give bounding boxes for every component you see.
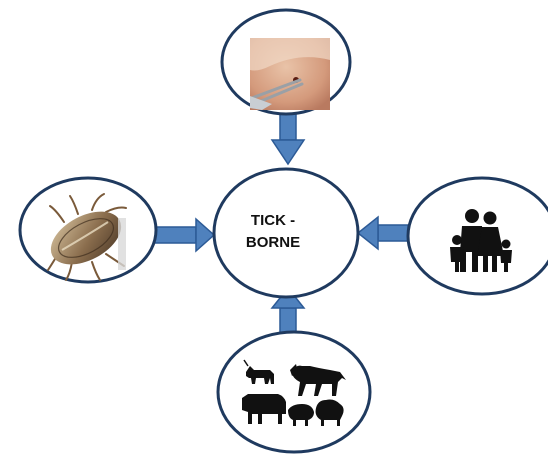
arrow-right-to-center bbox=[358, 217, 408, 249]
node-bottom bbox=[218, 332, 370, 452]
node-left bbox=[20, 178, 156, 282]
center-label-line2: BORNE bbox=[212, 232, 334, 254]
tick-bite-photo-icon bbox=[250, 38, 330, 110]
center-label: TICK - BORNE bbox=[212, 210, 334, 254]
arrow-left-to-center bbox=[154, 219, 214, 251]
arrow-top-to-center bbox=[272, 114, 304, 164]
node-top bbox=[222, 10, 350, 114]
center-label-line1: TICK - bbox=[212, 210, 334, 232]
node-right bbox=[408, 178, 548, 294]
